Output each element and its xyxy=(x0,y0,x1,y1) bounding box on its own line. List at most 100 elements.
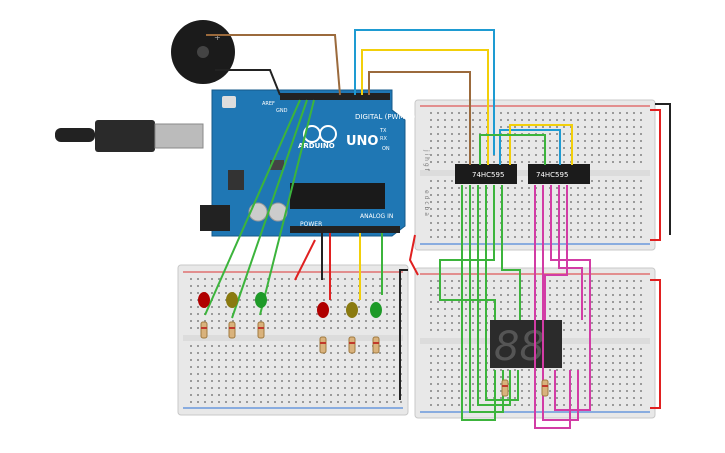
breadboard-hole xyxy=(535,112,537,114)
breadboard-hole xyxy=(605,154,607,156)
breadboard-hole xyxy=(619,187,621,189)
breadboard-hole xyxy=(626,208,628,210)
breadboard-hole xyxy=(274,313,276,315)
breadboard-hole xyxy=(372,299,374,301)
breadboard-hole xyxy=(351,359,353,361)
breadboard-hole xyxy=(591,322,593,324)
breadboard-hole xyxy=(437,287,439,289)
breadboard-hole xyxy=(612,180,614,182)
breadboard-hole xyxy=(612,119,614,121)
breadboard-hole xyxy=(549,397,551,399)
breadboard-hole xyxy=(472,133,474,135)
breadboard-hole xyxy=(633,140,635,142)
wire-buzzer-gnd xyxy=(215,69,281,96)
breadboard-hole xyxy=(246,313,248,315)
breadboard-hole xyxy=(640,383,642,385)
breadboard-hole xyxy=(430,119,432,121)
breadboard-hole xyxy=(365,292,367,294)
breadboard-hole xyxy=(225,373,227,375)
breadboard-hole xyxy=(556,140,558,142)
breadboard-hole xyxy=(365,285,367,287)
breadboard-hole xyxy=(239,387,241,389)
breadboard-hole xyxy=(465,201,467,203)
breadboard-hole xyxy=(379,285,381,287)
breadboard-hole xyxy=(465,229,467,231)
breadboard-hole xyxy=(626,154,628,156)
breadboard-hole xyxy=(197,387,199,389)
breadboard-hole xyxy=(430,222,432,224)
breadboard-hole xyxy=(514,369,516,371)
breadboard-hole xyxy=(528,119,530,121)
breadboard-hole xyxy=(584,390,586,392)
breadboard-hole xyxy=(309,394,311,396)
breadboard-hole xyxy=(584,329,586,331)
breadboard-hole xyxy=(584,133,586,135)
breadboard-hole xyxy=(465,390,467,392)
breadboard-hole xyxy=(563,376,565,378)
breadboard-hole xyxy=(218,299,220,301)
breadboard-hole xyxy=(444,180,446,182)
breadboard-hole xyxy=(556,287,558,289)
resistor xyxy=(348,336,356,354)
breadboard-hole xyxy=(197,352,199,354)
breadboard-hole xyxy=(535,154,537,156)
breadboard-hole xyxy=(605,397,607,399)
breadboard-hole xyxy=(372,278,374,280)
breadboard-hole xyxy=(344,313,346,315)
digital-header xyxy=(280,93,390,100)
breadboard-hole xyxy=(351,327,353,329)
breadboard-hole xyxy=(598,180,600,182)
breadboard-hole xyxy=(330,401,332,403)
breadboard-hole xyxy=(430,194,432,196)
led-green-1 xyxy=(255,292,267,308)
breadboard-hole xyxy=(288,366,290,368)
breadboard-hole xyxy=(619,362,621,364)
breadboard-hole xyxy=(591,161,593,163)
breadboard-hole xyxy=(598,322,600,324)
breadboard-hole xyxy=(267,366,269,368)
breadboard-hole xyxy=(393,401,395,403)
breadboard-hole xyxy=(465,369,467,371)
breadboard-hole xyxy=(619,294,621,296)
breadboard-hole xyxy=(437,369,439,371)
breadboard-hole xyxy=(337,320,339,322)
breadboard-hole xyxy=(218,366,220,368)
breadboard-hole xyxy=(451,315,453,317)
breadboard-hole xyxy=(598,208,600,210)
breadboard-hole xyxy=(458,294,460,296)
breadboard-hole xyxy=(612,308,614,310)
breadboard-hole xyxy=(619,315,621,317)
breadboard-hole xyxy=(577,147,579,149)
breadboard-hole xyxy=(295,352,297,354)
breadboard-hole xyxy=(458,229,460,231)
breadboard-hole xyxy=(218,352,220,354)
breadboard-hole xyxy=(451,280,453,282)
breadboard-hole xyxy=(316,306,318,308)
breadboard-hole xyxy=(640,322,642,324)
breadboard-hole xyxy=(190,380,192,382)
breadboard-hole xyxy=(640,369,642,371)
breadboard-hole xyxy=(430,112,432,114)
breadboard-hole xyxy=(591,133,593,135)
breadboard-hole xyxy=(267,292,269,294)
breadboard-hole xyxy=(267,401,269,403)
breadboard-hole xyxy=(444,126,446,128)
breadboard-hole xyxy=(556,308,558,310)
breadboard-hole xyxy=(556,229,558,231)
breadboard-hole xyxy=(584,187,586,189)
breadboard-hole xyxy=(556,383,558,385)
breadboard-hole xyxy=(295,359,297,361)
breadboard-hole xyxy=(302,285,304,287)
wire-yellow-latch xyxy=(361,49,489,165)
breadboard-hole xyxy=(584,383,586,385)
breadboard-hole xyxy=(379,366,381,368)
breadboard-hole xyxy=(640,215,642,217)
breadboard-hole xyxy=(479,376,481,378)
breadboard-hole xyxy=(633,355,635,357)
breadboard-hole xyxy=(598,329,600,331)
breadboard-hole xyxy=(232,278,234,280)
breadboard-hole xyxy=(267,387,269,389)
breadboard-hole xyxy=(633,348,635,350)
breadboard-hole xyxy=(260,320,262,322)
breadboard-hole xyxy=(344,292,346,294)
